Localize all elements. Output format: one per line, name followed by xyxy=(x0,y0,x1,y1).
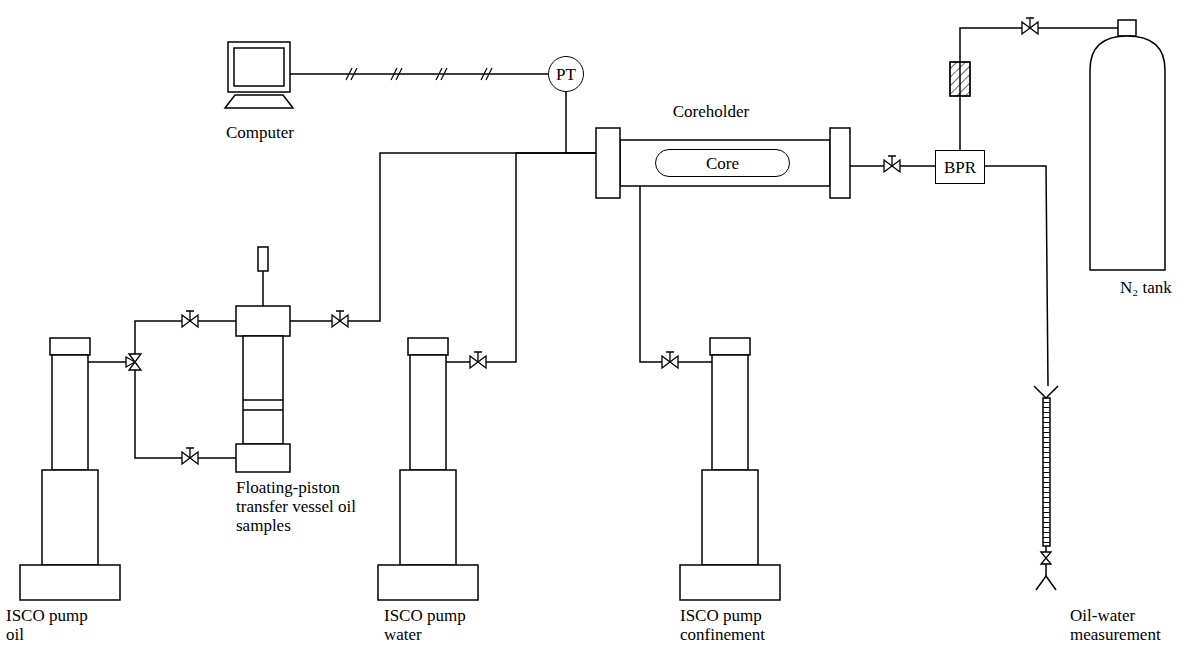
valve-symbol xyxy=(662,352,678,368)
regulator-outline xyxy=(950,62,970,96)
part-label: ISCO pump confinement xyxy=(680,606,790,644)
part-label: Coreholder xyxy=(636,102,786,121)
part-label: Oil-water measurement xyxy=(1070,606,1182,644)
part-label: Computer xyxy=(215,123,305,142)
core-sample: Core xyxy=(655,149,790,177)
valve-symbol xyxy=(1022,18,1038,34)
box-label: PT xyxy=(556,65,576,84)
pressure-transducer: PT xyxy=(548,56,584,92)
isco-pump-node: ISCO pump confinement xyxy=(680,338,780,600)
three-way-valve xyxy=(126,354,141,370)
flow-line xyxy=(446,153,596,362)
isco-pump xyxy=(378,338,478,600)
computer-icon xyxy=(225,42,293,108)
back-pressure-regulator: BPR xyxy=(935,150,985,184)
transfer-vessel-node: Floating-piston transfer vessel oil samp… xyxy=(236,245,290,472)
pressure-regulator xyxy=(950,62,970,96)
flow-line xyxy=(566,92,596,153)
gas-cylinder xyxy=(1090,20,1165,270)
valve-symbol xyxy=(182,311,198,327)
stopcock xyxy=(1041,552,1051,564)
isco-pump-node: ISCO pump oil xyxy=(20,338,120,600)
flow-line xyxy=(640,186,712,362)
flow-line xyxy=(290,73,548,75)
isco-pump xyxy=(680,338,780,600)
flow-line xyxy=(88,321,236,458)
n2-tank: N₂ tank xyxy=(1090,20,1165,270)
isco-pump xyxy=(20,338,120,600)
valve-symbol xyxy=(182,448,198,464)
flow-line xyxy=(290,153,596,321)
valve-symbol xyxy=(332,311,348,327)
box-label: Core xyxy=(706,154,739,173)
burette xyxy=(1034,386,1058,590)
computer-node: Computer xyxy=(225,40,295,115)
part-label: ISCO pump water xyxy=(384,606,484,644)
part-label: Floating-piston transfer vessel oil samp… xyxy=(236,478,396,535)
part-label: N₂ tank xyxy=(1120,278,1186,297)
flow-line xyxy=(985,166,1048,386)
transfer-vessel xyxy=(236,247,290,472)
part-label: ISCO pump oil xyxy=(6,606,106,644)
valve-symbol xyxy=(884,156,900,172)
isco-pump-node: ISCO pump water xyxy=(378,338,478,600)
coreholder: CoreCoreholder xyxy=(596,128,850,198)
oil-water-measurement: Oil-water measurement xyxy=(1030,386,1066,592)
flow-line xyxy=(960,28,1118,150)
box-label: BPR xyxy=(944,158,976,177)
valve-symbol xyxy=(470,352,486,368)
